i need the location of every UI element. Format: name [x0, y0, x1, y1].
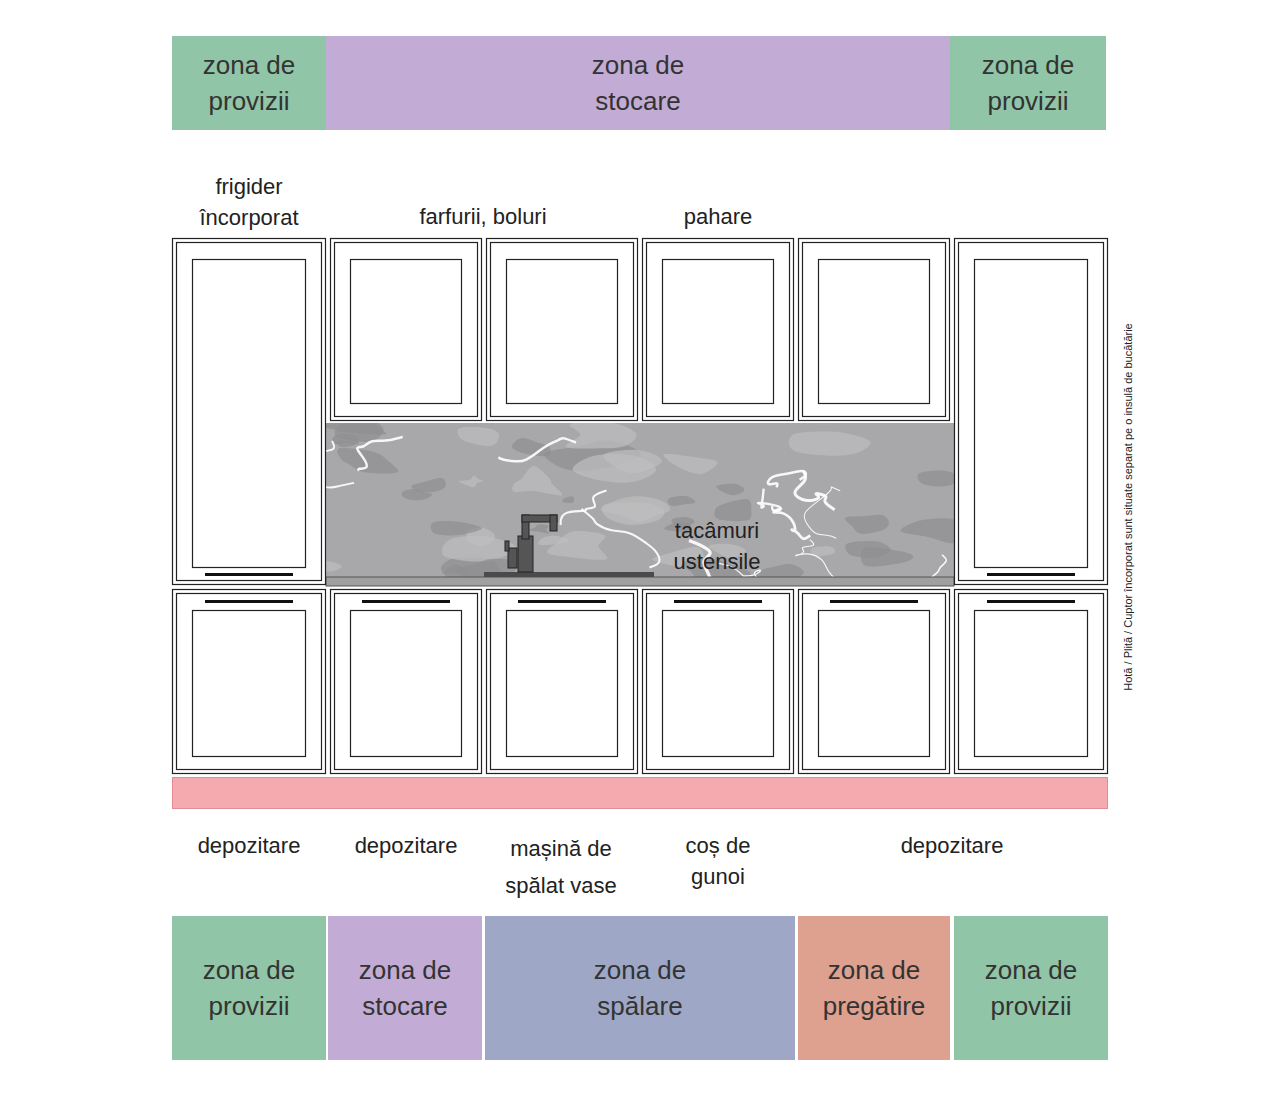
cabinet	[331, 590, 482, 774]
cabinet-label: frigider încorporat	[179, 171, 319, 233]
cabinet-label: tacâmuri ustensile	[657, 515, 777, 577]
cabinet	[955, 590, 1108, 774]
side-note: Hotă / Plită / Cuptor încorporat sunt si…	[1122, 323, 1134, 691]
zone-band: zona de stocare	[328, 916, 482, 1060]
zone-label: zona de provizii	[958, 47, 1098, 120]
cabinet	[173, 590, 326, 774]
countertop	[326, 577, 954, 586]
cabinet-label: coș de gunoi	[668, 830, 768, 892]
zone-label: zona de provizii	[179, 952, 319, 1025]
zone-band: zona de provizii	[954, 916, 1108, 1060]
sink	[484, 572, 654, 577]
zone-band: zona de stocare	[326, 36, 950, 130]
zone-label: zona de spălare	[570, 952, 710, 1025]
cabinet	[955, 239, 1108, 585]
zone-band: zona de spălare	[485, 916, 795, 1060]
cabinet	[643, 239, 794, 421]
cabinet-label: pahare	[638, 201, 798, 232]
cabinet	[643, 590, 794, 774]
zone-band: zona de provizii	[172, 916, 326, 1060]
marble-texture	[326, 423, 954, 579]
cabinet-label: depozitare	[877, 830, 1027, 861]
zone-label: zona de pregătire	[804, 952, 944, 1025]
cabinet	[799, 590, 950, 774]
cabinet	[173, 239, 326, 585]
faucet	[505, 515, 557, 572]
zone-label: zona de provizii	[961, 952, 1101, 1025]
cabinet-label: farfurii, boluri	[373, 201, 593, 232]
zone-label: zona de stocare	[568, 47, 708, 120]
backsplash	[326, 423, 954, 579]
zone-label: zona de stocare	[335, 952, 475, 1025]
cabinet	[487, 590, 638, 774]
plinth	[173, 778, 1108, 809]
zone-band: zona de provizii	[950, 36, 1106, 130]
zone-label: zona de provizii	[179, 47, 319, 120]
zone-band: zona de pregătire	[798, 916, 950, 1060]
cabinet	[799, 239, 950, 421]
cabinet	[331, 239, 482, 421]
cabinet-label: depozitare	[174, 830, 324, 861]
cabinet-label: depozitare	[331, 830, 481, 861]
cabinet-label: mașină de spălat vase	[491, 830, 631, 904]
cabinet	[487, 239, 638, 421]
zone-band: zona de provizii	[172, 36, 326, 130]
